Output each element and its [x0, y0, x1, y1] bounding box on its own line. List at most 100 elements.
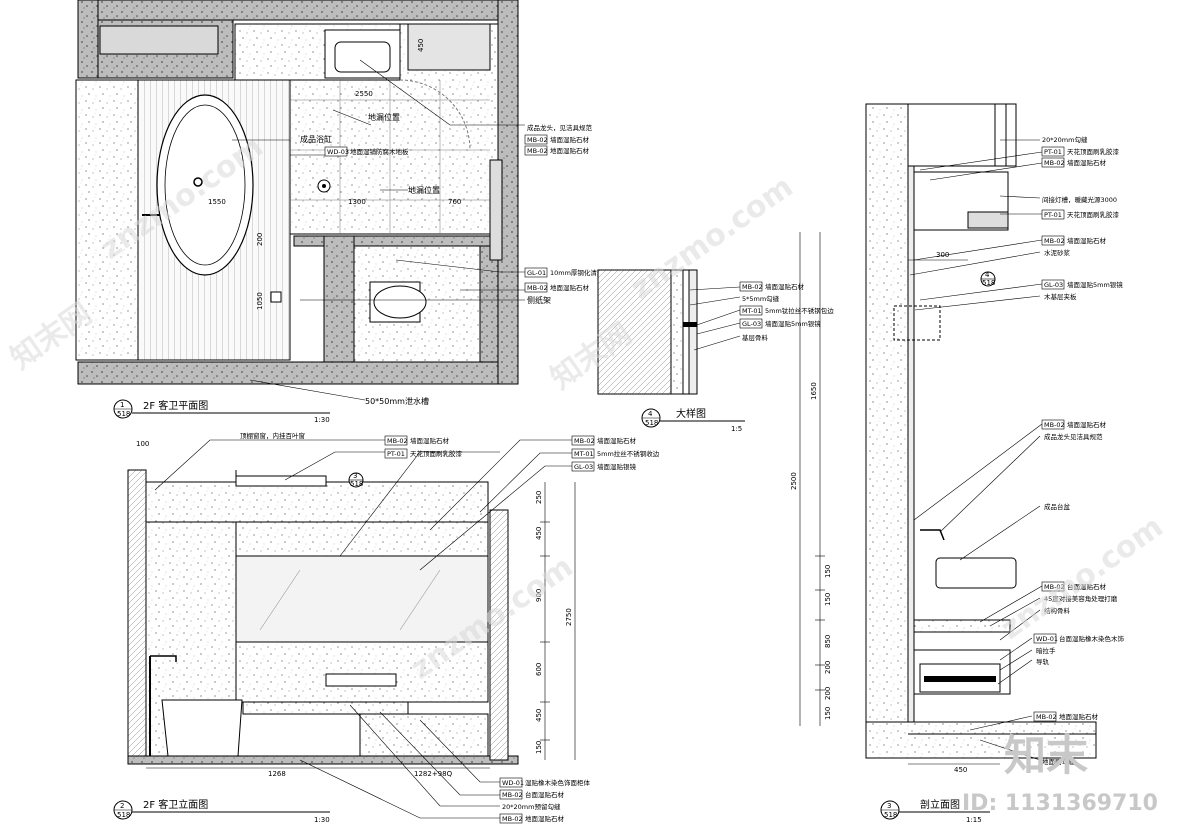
elev-dim-1282: 1282+98Q	[414, 770, 453, 778]
sec-tag-4-code: PT-01	[1044, 211, 1062, 219]
sec-dim-1650: 1650	[810, 382, 818, 400]
elev-section-number: 3	[353, 472, 357, 480]
elev-bottom-tag-1-text: 台面湿贴石材	[525, 790, 565, 799]
plan-dim-1550: 1550	[208, 198, 226, 206]
sec-dim-850: 850	[824, 635, 832, 648]
sec-tag-12-text: 台面湿贴石材	[1067, 582, 1107, 591]
sec-tag-9-code: MB-02	[1044, 421, 1065, 429]
detail-tag-0-code: MB-02	[742, 283, 763, 291]
detail-view-title: 大样图	[676, 407, 706, 420]
plan-tag-0-code: MB-02	[527, 136, 548, 144]
plan-dim-450: 450	[417, 39, 425, 52]
tile-grid	[290, 80, 490, 234]
elev-top-tag-5-code: GL-03	[574, 463, 593, 471]
sec-tag-5-code: MB-02	[1044, 237, 1065, 245]
sec-tag-9-text: 墙面湿贴石材	[1067, 420, 1107, 429]
plan-note-toilet-paper: 侧纸架	[527, 295, 551, 305]
detail-tag-1-text: 5*5mm勾缝	[742, 294, 780, 303]
plan-annotations: 450 2550 1550 1300 760 200 1050 成品龙头，见洁具…	[113, 39, 623, 424]
plan-view-sheet: 518	[117, 410, 130, 418]
sec-tag-11-text: 成品台盆	[1044, 502, 1071, 511]
elev-bottom-tag-1-code: MB-02	[502, 791, 523, 799]
sec-tag-7-text: 墙面湿贴5mm银镜	[1067, 280, 1123, 289]
elev-top-tag-2-text: 天花顶面刷乳胶漆	[410, 449, 463, 458]
elev-view-number: 2	[120, 802, 124, 810]
section-view: 1650 2500 150 150 850 200 200 150 300 45…	[790, 103, 1125, 824]
plan-tag-3-text: 10mm厚钢化清玻璃门片	[550, 268, 623, 277]
sec-dim-300: 300	[936, 251, 949, 259]
detail-tag-2-code: MT-01	[742, 307, 762, 315]
plan-tag-0-text: 墙面湿贴石材	[550, 135, 590, 144]
plan-note-drain-1: 地漏位置	[368, 112, 400, 122]
elev-top-tag-2-code: PT-01	[387, 450, 405, 458]
detail-tag-3-code: GL-03	[742, 320, 761, 328]
plan-view-scale: 1:30	[314, 416, 330, 424]
detail-tag-4-text: 基层骨料	[742, 333, 769, 342]
elev-top-tag-3-text: 墙面湿贴石材	[597, 436, 637, 445]
plan-dim-760: 760	[448, 198, 461, 206]
elev-dim-600: 600	[535, 663, 543, 676]
sec-dim-2500: 2500	[790, 472, 798, 490]
sec-dim-450: 450	[954, 766, 967, 774]
sec-view-sheet: 518	[884, 811, 897, 819]
plan-note-drain-channel: 50*50mm泄水槽	[365, 396, 429, 406]
plan-view-number: 1	[120, 401, 124, 409]
detail-tag-3-text: 墙面湿贴5mm银镜	[765, 319, 821, 328]
plan-tag-1-code: MB-02	[527, 147, 548, 155]
detail-view: MB-02 墙面湿贴石材 5*5mm勾缝 MT-01 5mm钛拉丝不锈钢包边 G…	[597, 269, 834, 433]
sec-tag-15-text: 台面湿贴橡木染色木饰	[1059, 634, 1125, 643]
elev-top-tag-3-code: MB-02	[574, 437, 595, 445]
elev-dim-2750: 2750	[565, 608, 573, 626]
elev-top-tag-5-text: 墙面湿贴银镜	[597, 462, 637, 471]
detail-view-number: 4	[648, 410, 653, 418]
elev-bottom-tag-0-code: WD-01	[502, 779, 524, 787]
detail-tag-2-text: 5mm钛拉丝不锈钢包边	[765, 306, 834, 315]
elev-dim-1268: 1268	[268, 770, 286, 778]
sec-tag-13-text: 45度对接美容角处理打磨	[1044, 594, 1118, 603]
detail-view-sheet: 518	[645, 419, 658, 427]
elev-view-scale: 1:30	[314, 816, 330, 824]
sec-view-number: 3	[887, 802, 891, 810]
floor-plan	[75, 0, 519, 385]
sec-tag-18-text: 地面湿贴石材	[1059, 712, 1099, 721]
elev-top-tag-4-code: MT-01	[574, 450, 594, 458]
elev-dim-150: 150	[535, 741, 543, 754]
detail-view-scale: 1:5	[731, 425, 742, 433]
elev-dim-450a: 450	[535, 527, 543, 540]
sec-tag-12-code: MB-02	[1044, 583, 1065, 591]
sec-tag-19-text: 地面刷勾缝	[1042, 757, 1075, 766]
sec-tag-14-text: 结构骨料	[1044, 606, 1071, 615]
elev-top-note-window: 顶棚窗窗，内挂百叶窗	[240, 431, 305, 440]
sec-tag-16-text: 暗拉手	[1036, 646, 1056, 655]
sec-tag-2-code: MB-02	[1044, 159, 1065, 167]
elev-dim-450b: 450	[535, 709, 543, 722]
elev-bottom-tag-3-code: MB-02	[502, 815, 523, 823]
sec-circle-sheet: 518	[982, 279, 995, 287]
plan-note-bathtub: 成品浴缸	[300, 134, 332, 144]
sec-tag-4-text: 天花顶面刷乳胶漆	[1067, 210, 1120, 219]
sec-tag-18-code: MB-02	[1036, 713, 1057, 721]
sec-tag-10-text: 成品龙头见洁具规范	[1044, 432, 1103, 441]
elev-top-tag-4-text: 5mm拉丝不锈钢收边	[597, 449, 660, 458]
plan-tag-4-code: MB-02	[527, 284, 548, 292]
plan-tag-3-code: GL-01	[527, 269, 546, 277]
sec-view-scale: 1:15	[966, 816, 982, 824]
sec-tag-0-text: 20*20mm勾缝	[1042, 135, 1088, 144]
plan-tag-2-text: 地面湿铺防腐木地板	[350, 147, 409, 156]
plan-dim-1300: 1300	[348, 198, 366, 206]
sec-tag-1-code: PT-01	[1044, 148, 1062, 156]
sec-tag-1-text: 天花顶面刷乳胶漆	[1067, 147, 1120, 156]
elev-view-sheet: 518	[117, 811, 130, 819]
elev-dim-250: 250	[535, 491, 543, 504]
sec-tag-15-code: WD-01	[1036, 635, 1058, 643]
plan-view-title: 2F 客卫平面图	[143, 399, 208, 412]
sec-dim-150b: 150	[824, 593, 832, 606]
sec-tag-5-text: 墙面湿贴石材	[1067, 236, 1107, 245]
watermark-site-4: znzmo.com	[995, 509, 1170, 646]
plan-tag-4-text: 地面湿贴石材	[550, 283, 590, 292]
watermark-logo: 知末	[1004, 731, 1088, 780]
elev-dim-900: 900	[535, 589, 543, 602]
plan-note-faucet: 成品龙头，见洁具规范	[527, 123, 593, 132]
sec-dim-150a: 150	[824, 565, 832, 578]
